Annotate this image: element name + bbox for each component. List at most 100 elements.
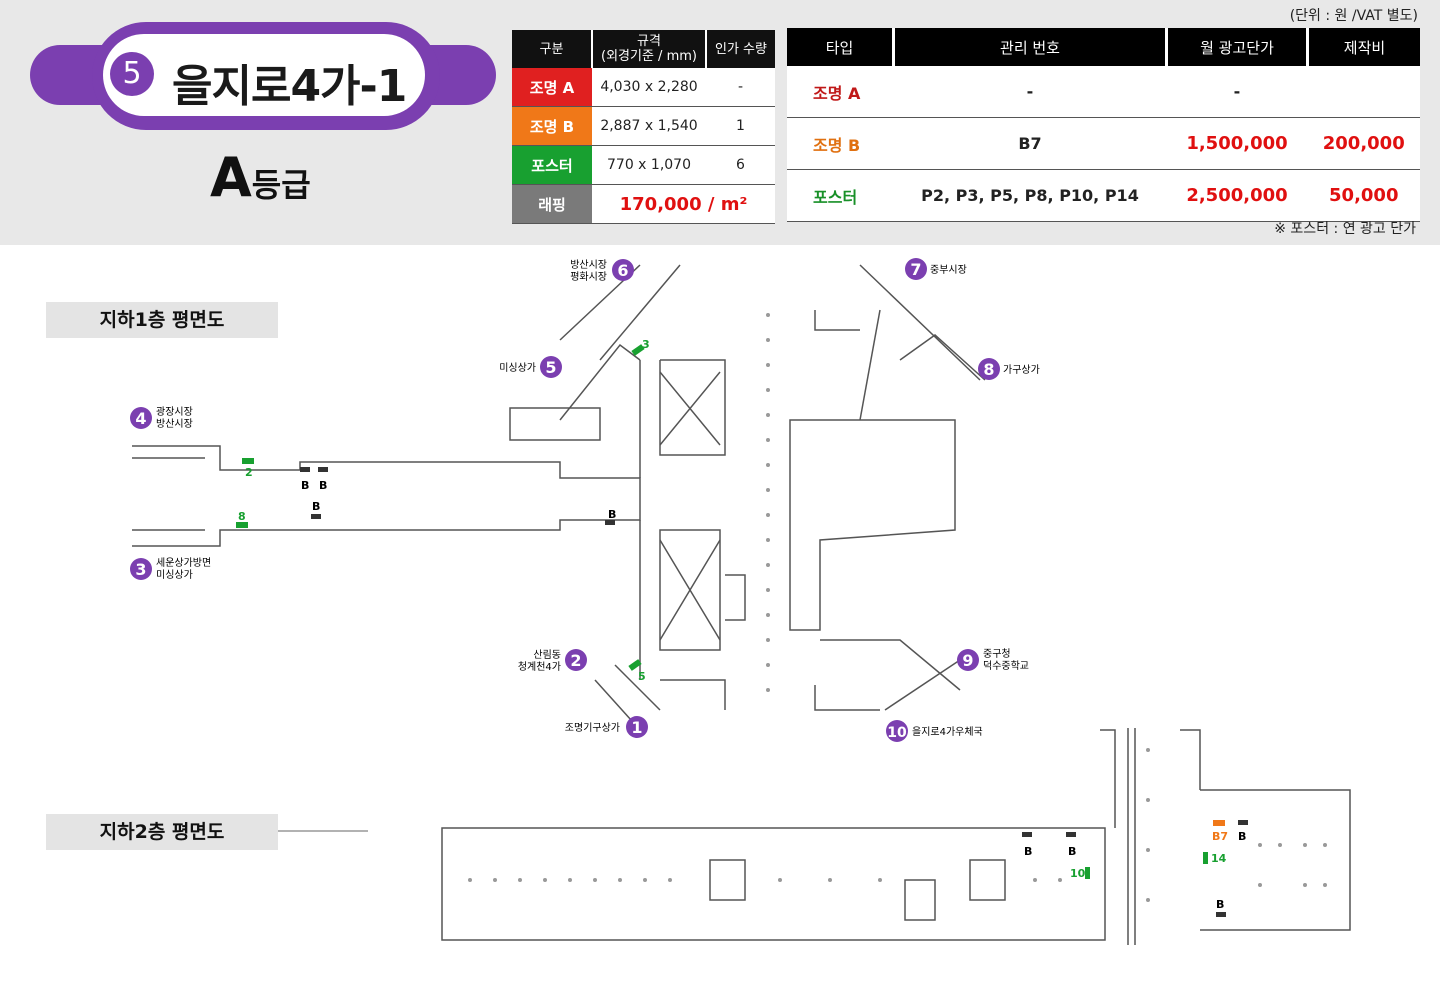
- unit-note: (단위 : 원 /VAT 별도): [1289, 8, 1418, 24]
- b1-void-cross-south: [659, 539, 721, 641]
- ad-type: 조명 A: [787, 66, 894, 118]
- poster-marker-8: [236, 522, 248, 528]
- light-b-marker-b7: [1213, 820, 1225, 826]
- b1-east-hall: [789, 419, 956, 631]
- ad-production: [1307, 66, 1420, 118]
- exit-1-passage: [660, 679, 726, 710]
- svg-text:B: B: [1068, 845, 1076, 858]
- svg-text:1: 1: [631, 718, 642, 737]
- spec-type-light-a: 조명 A: [512, 68, 592, 107]
- spec-type-wrapping: 래핑: [512, 184, 592, 224]
- svg-text:가구상가: 가구상가: [1003, 364, 1040, 376]
- b1-room-north: [509, 407, 601, 441]
- dot: [766, 363, 770, 367]
- svg-text:B: B: [319, 479, 327, 492]
- svg-text:8: 8: [238, 510, 246, 523]
- spec-header-qty: 인가 수량: [706, 30, 775, 68]
- dot: [766, 463, 770, 467]
- ad-monthly: 1,500,000: [1166, 117, 1308, 170]
- spec-size: 770 x 1,070: [592, 145, 706, 185]
- b1-floor-plan: [132, 264, 986, 731]
- poster-marker-14: [1203, 852, 1208, 864]
- spec-qty: -: [706, 68, 775, 107]
- poster-marker-5: [628, 659, 642, 671]
- ad-header-production: 제작비: [1307, 28, 1420, 66]
- svg-text:6: 6: [617, 261, 628, 280]
- exit-2-passage: [594, 664, 661, 731]
- station-number-badge: 5: [110, 52, 154, 96]
- ad-header-type: 타입: [787, 28, 895, 66]
- svg-text:을지로4가우체국: 을지로4가우체국: [912, 726, 983, 738]
- dot: [766, 588, 770, 592]
- ad-monthly: -: [1166, 66, 1308, 118]
- svg-text:5: 5: [638, 670, 646, 683]
- poster-note: ※ 포스터 : 연 광고 단가: [1274, 221, 1416, 237]
- spec-size: 4,030 x 2,280: [592, 68, 706, 107]
- b2-east-hall: [1200, 789, 1351, 931]
- spec-row: 조명 A 4,030 x 2,280 -: [512, 68, 775, 107]
- ad-type: 조명 B: [787, 117, 894, 170]
- svg-text:세운상가방면: 세운상가방면: [156, 557, 211, 569]
- svg-text:7: 7: [910, 260, 921, 279]
- ad-id: P2, P3, P5, P8, P10, P14: [893, 169, 1167, 222]
- svg-text:광장시장: 광장시장: [156, 406, 193, 418]
- b2-markers: B B B B B7 10 14: [1022, 820, 1248, 917]
- dot: [766, 638, 770, 642]
- b2-concourse: [441, 827, 1106, 941]
- ad-header-monthly: 월 광고단가: [1166, 28, 1309, 66]
- dot: [766, 338, 770, 342]
- spec-header-row: 구분 규격(외경기준 / mm) 인가 수량: [512, 30, 775, 68]
- svg-text:중구청: 중구청: [983, 648, 1011, 660]
- svg-text:B: B: [301, 479, 309, 492]
- dot: [766, 413, 770, 417]
- svg-text:3: 3: [642, 338, 650, 351]
- svg-text:5: 5: [545, 358, 556, 377]
- exit-10: 10 을지로4가우체국: [886, 720, 983, 742]
- poster-marker-10: [1085, 867, 1090, 879]
- dot: [766, 663, 770, 667]
- svg-text:덕수중학교: 덕수중학교: [983, 660, 1029, 672]
- floor-label-b2: 지하2층 평면도: [46, 814, 278, 850]
- svg-text:산림동: 산림동: [533, 649, 561, 661]
- ad-production: 50,000: [1307, 169, 1420, 222]
- grade-label: A등급: [210, 146, 311, 209]
- svg-text:조명기구상가: 조명기구상가: [565, 722, 620, 734]
- svg-text:4: 4: [135, 409, 146, 428]
- svg-text:9: 9: [962, 651, 973, 670]
- poster-marker-2: [242, 458, 254, 464]
- b2-stair-blocks: [709, 859, 1006, 921]
- dot: [766, 388, 770, 392]
- svg-text:B: B: [608, 508, 616, 521]
- svg-text:10: 10: [1070, 867, 1086, 880]
- svg-text:미싱상가: 미싱상가: [156, 569, 193, 581]
- poster-marker-3: [631, 344, 645, 356]
- svg-text:10: 10: [887, 725, 907, 741]
- grade-letter: A: [210, 146, 252, 209]
- ad-header-id: 관리 번호: [893, 28, 1168, 66]
- wrapping-price: 170,000 / m²: [592, 184, 775, 224]
- station-name: 을지로4가-1: [172, 61, 407, 112]
- spec-header-size-title: 규격: [637, 34, 661, 49]
- svg-text:B7: B7: [1212, 830, 1228, 843]
- spec-header-type: 구분: [512, 30, 593, 68]
- station-pill: [103, 34, 425, 116]
- svg-text:3: 3: [135, 560, 146, 579]
- spec-table: 구분 규격(외경기준 / mm) 인가 수량 조명 A 4,030 x 2,28…: [512, 30, 775, 224]
- dot: [766, 538, 770, 542]
- b1-east-link: [859, 309, 881, 421]
- dot: [766, 488, 770, 492]
- ad-type: 포스터: [787, 169, 894, 222]
- b1-west-corridor: [132, 445, 641, 547]
- grade-suffix: 등급: [251, 166, 311, 204]
- b1-void-cross: [659, 371, 721, 446]
- ad-row: 조명 A - -: [787, 66, 1420, 118]
